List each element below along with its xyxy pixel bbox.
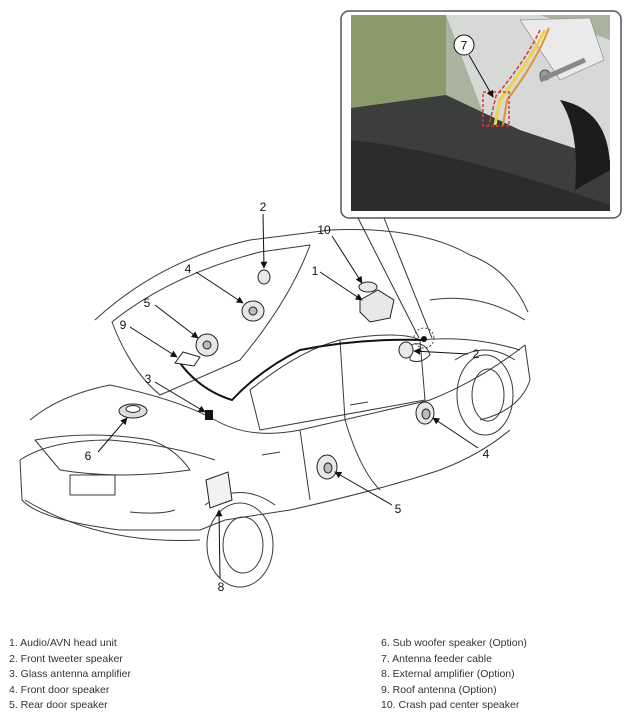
callout-arrows — [97, 213, 479, 579]
callout-6: 6 — [85, 449, 92, 463]
legend-item: 10. Crash pad center speaker — [381, 699, 520, 712]
legend-item: 8. External amplifier (Option) — [381, 668, 515, 681]
callout-5-door: 5 — [395, 502, 402, 516]
callout-3: 3 — [145, 372, 152, 386]
callout-2-top: 2 — [260, 200, 267, 214]
legend-item: 9. Roof antenna (Option) — [381, 683, 497, 696]
callout-10: 10 — [317, 223, 331, 237]
callout-7: 7 — [461, 39, 468, 53]
zoom-lines — [357, 217, 435, 349]
legend-item: 7. Antenna feeder cable — [381, 652, 492, 665]
components — [118, 269, 435, 509]
legend-item: 6. Sub woofer speaker (Option) — [381, 637, 527, 649]
callout-labels: 2 10 1 4 5 9 3 6 8 2 4 5 — [85, 200, 490, 594]
legend-item: 3. Glass antenna amplifier — [9, 668, 131, 681]
legend-item: 5. Rear door speaker — [9, 699, 108, 712]
legend-column-right: 6. Sub woofer speaker (Option) 7. Antenn… — [381, 636, 527, 714]
callout-5-roof: 5 — [144, 296, 151, 310]
legend: 1. Audio/AVN head unit 2. Front tweeter … — [0, 636, 631, 724]
callout-1: 1 — [312, 264, 319, 278]
callout-4-roof: 4 — [185, 262, 192, 276]
legend-column-left: 1. Audio/AVN head unit 2. Front tweeter … — [9, 636, 131, 714]
legend-item: 2. Front tweeter speaker — [9, 652, 123, 665]
inset-photo: 7 — [340, 10, 622, 219]
legend-item: 4. Front door speaker — [9, 683, 110, 696]
car-body — [19, 229, 531, 588]
car-audio-diagram: 7 — [19, 10, 622, 594]
callout-2-front: 2 — [473, 347, 480, 361]
callout-4-door: 4 — [483, 447, 490, 461]
callout-9: 9 — [120, 318, 127, 332]
callout-8: 8 — [218, 580, 225, 594]
legend-item: 1. Audio/AVN head unit — [9, 637, 117, 649]
